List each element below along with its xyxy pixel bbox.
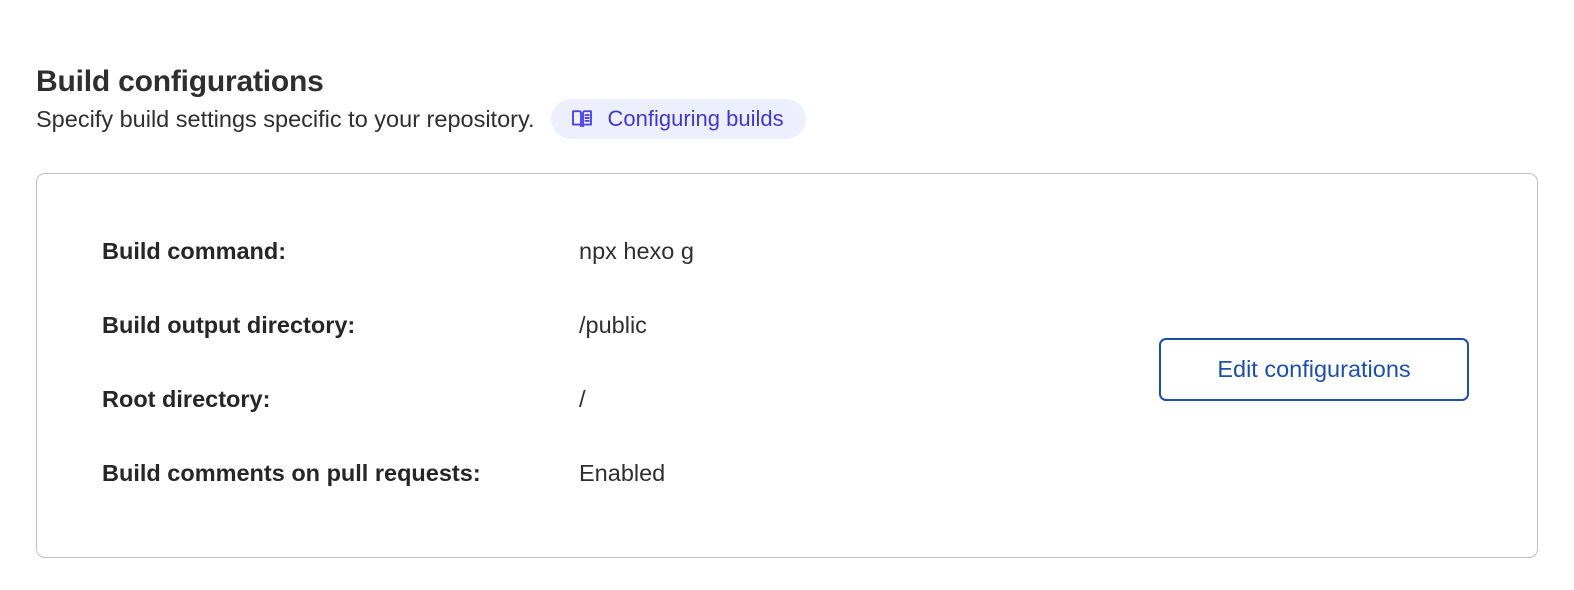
config-label: Root directory: [102, 386, 271, 412]
subtitle-row: Specify build settings specific to your … [36, 99, 806, 139]
edit-configurations-button[interactable]: Edit configurations [1159, 338, 1469, 401]
config-value: Enabled [579, 460, 666, 486]
config-row-build-comments-on-pull-requests: Build comments on pull requests: Enabled [102, 459, 694, 533]
page-title: Build configurations [36, 64, 324, 98]
config-label: Build output directory: [102, 312, 356, 338]
config-row-build-output-directory: Build output directory: /public [102, 311, 694, 385]
config-value: npx hexo g [579, 238, 694, 264]
build-settings-list: Build command: npx hexo g Build output d… [102, 237, 694, 533]
config-value: /public [579, 312, 647, 338]
config-value: / [579, 386, 586, 412]
config-row-build-command: Build command: npx hexo g [102, 237, 694, 311]
config-row-root-directory: Root directory: / [102, 385, 694, 459]
config-label: Build command: [102, 238, 287, 264]
configuring-builds-doc-link[interactable]: Configuring builds [550, 99, 806, 139]
book-open-icon [570, 107, 594, 131]
build-configurations-card: Build command: npx hexo g Build output d… [36, 173, 1538, 558]
doc-link-label: Configuring builds [607, 106, 784, 131]
config-label: Build comments on pull requests: [102, 460, 481, 486]
page-subtitle: Specify build settings specific to your … [36, 106, 535, 132]
